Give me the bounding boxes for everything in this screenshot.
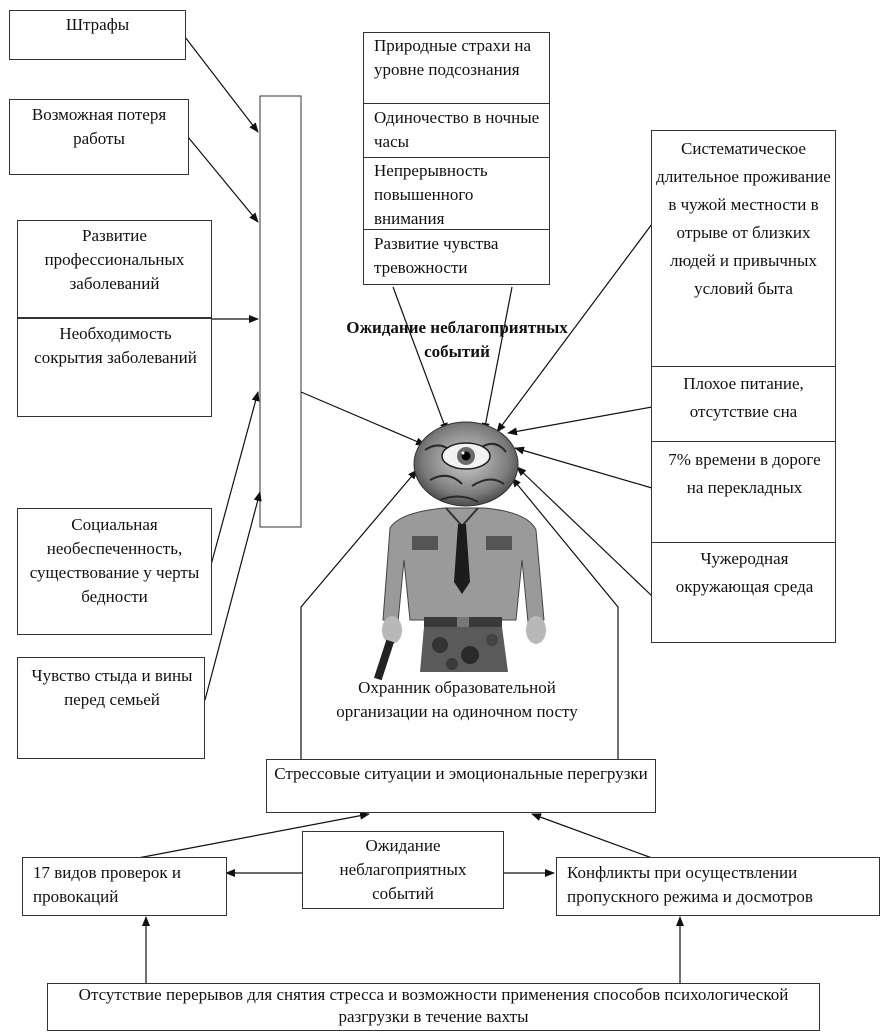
stress-box-text: Стрессовые ситуации и эмоциональные пере…	[274, 764, 648, 783]
factor-fears: Природные страхи на уровне подсознания	[363, 32, 550, 104]
factor-travel: 7% времени в дороге на перекладных	[651, 441, 836, 543]
arrow-shame	[204, 491, 262, 701]
factor-food-text: Плохое питание, отсутствие сна	[683, 374, 804, 421]
factor-shame-text: Чувство стыда и вины перед семьей	[31, 666, 193, 709]
guard-caption: Охранник образовательной организации на …	[336, 678, 578, 721]
factor-fines-text: Штрафы	[65, 15, 130, 34]
arrow-living	[496, 223, 653, 433]
arrow-checks-stress	[137, 811, 370, 859]
factor-anxiety-text: Развитие чувства тревожности	[374, 234, 499, 277]
arrow-conflicts-stress	[531, 813, 653, 859]
factor-prof-diseases-text: Развитие профессиональных заболеваний	[44, 226, 185, 293]
expectation-box-text: Ожидание неблагоприятных событий	[339, 836, 467, 903]
factor-attention: Непрерывность повышенного внимания	[363, 157, 550, 230]
factor-living-text: Систематическое длительное проживание в …	[656, 139, 831, 298]
checks-box: 17 видов проверок и провокаций	[22, 857, 227, 916]
factor-anxiety: Развитие чувства тревожности	[363, 229, 550, 285]
factor-attention-text: Непрерывность повышенного внимания	[374, 161, 488, 228]
arrow-environment	[516, 466, 653, 597]
arrow-bar-head	[300, 391, 426, 446]
arrow-job-loss	[187, 136, 259, 223]
factor-hide-diseases: Необходимость сокрытия заболеваний	[17, 318, 212, 417]
conflicts-box: Конфликты при осуществлении пропускного …	[556, 857, 880, 916]
factor-food: Плохое питание, отсутствие сна	[651, 366, 836, 442]
arrow-stress-left	[300, 469, 418, 760]
collector-bar	[259, 95, 302, 528]
arrow-food	[507, 406, 653, 436]
factor-hide-diseases-text: Необходимость сокрытия заболеваний	[34, 324, 197, 367]
factor-social-text: Социальная необеспеченность, существован…	[29, 515, 200, 606]
factor-job-loss: Возможная потеря работы	[9, 99, 189, 175]
checks-box-text: 17 видов проверок и провокаций	[33, 863, 181, 906]
arrow-stress-right	[511, 477, 619, 760]
factor-loneliness-text: Одиночество в ночные часы	[374, 108, 540, 151]
factor-living: Систематическое длительное проживание в …	[651, 130, 836, 367]
conflicts-box-text: Конфликты при осуществлении пропускного …	[567, 863, 813, 906]
no-breaks-box-text: Отсутствие перерывов для снятия стресса …	[78, 985, 789, 1026]
stress-box: Стрессовые ситуации и эмоциональные пере…	[266, 759, 656, 813]
no-breaks-box: Отсутствие перерывов для снятия стресса …	[47, 983, 820, 1031]
factor-fears-text: Природные страхи на уровне подсознания	[374, 36, 532, 79]
factor-loneliness: Одиночество в ночные часы	[363, 103, 550, 158]
arrow-travel	[514, 446, 653, 489]
arrow-social	[210, 391, 260, 566]
factor-environment: Чужеродная окружающая среда	[651, 542, 836, 643]
arrow-top-left	[392, 286, 448, 433]
arrow-top-right	[481, 286, 513, 433]
expectation-label: Ожидание неблагоприятных событий	[346, 318, 568, 361]
factor-shame: Чувство стыда и вины перед семьей	[17, 657, 205, 759]
guard-illustration	[374, 421, 546, 681]
expectation-box: Ожидание неблагоприятных событий	[302, 831, 504, 909]
factor-fines: Штрафы	[9, 10, 186, 60]
factor-social: Социальная необеспеченность, существован…	[17, 508, 212, 635]
factor-prof-diseases: Развитие профессиональных заболеваний	[17, 220, 212, 318]
factor-environment-text: Чужеродная окружающая среда	[675, 549, 814, 596]
factor-travel-text: 7% времени в дороге на перекладных	[668, 450, 821, 497]
factor-job-loss-text: Возможная потеря работы	[31, 105, 167, 148]
arrow-fines	[184, 36, 259, 133]
